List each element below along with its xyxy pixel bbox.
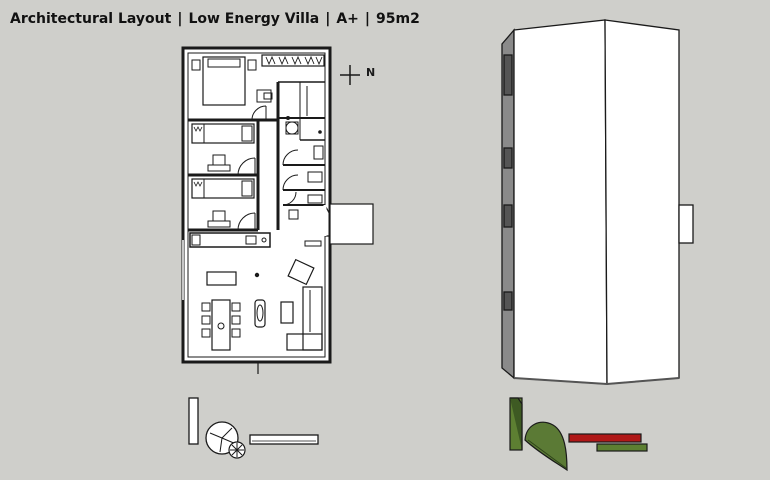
tree-trunk	[527, 439, 567, 469]
red-bench	[568, 433, 642, 443]
ottoman	[280, 301, 294, 324]
pillow	[241, 125, 253, 142]
door-swing	[282, 174, 299, 191]
armchair	[287, 258, 315, 286]
tree-3d	[524, 421, 568, 472]
tap	[286, 116, 290, 120]
door-swing	[251, 105, 267, 121]
ceiling-light	[254, 272, 260, 278]
double-bed	[202, 56, 246, 106]
dining-chair	[201, 302, 211, 312]
chair-back	[263, 92, 273, 100]
shelf	[304, 240, 322, 247]
dining-chair	[201, 315, 211, 325]
dining-chair	[231, 328, 241, 338]
hob	[261, 237, 267, 243]
page-title: Architectural Layout | Low Energy Villa | A+…	[10, 11, 420, 27]
coffee-table	[206, 271, 237, 286]
door-swing	[282, 149, 299, 166]
green-planter	[596, 443, 648, 452]
bedside-shelf	[191, 123, 205, 144]
door-swing	[282, 191, 297, 206]
title-separator: |	[325, 11, 331, 27]
eave-line	[513, 377, 680, 386]
hangers	[193, 126, 203, 132]
plan-entourage	[188, 397, 319, 459]
facade-window	[503, 147, 513, 169]
dining-chair	[201, 328, 211, 338]
north-label: N	[366, 66, 375, 79]
porch-roof	[678, 204, 694, 244]
door-swing	[237, 212, 256, 231]
title-part-2: Low Energy Villa	[188, 11, 320, 27]
path-symbol	[249, 434, 319, 445]
facade-window	[503, 204, 513, 228]
side-table	[254, 299, 266, 328]
title-separator: |	[177, 11, 183, 27]
title-part-1: Architectural Layout	[10, 11, 172, 27]
sink	[245, 235, 257, 245]
toilet	[307, 171, 323, 183]
desk	[207, 220, 231, 228]
dining-chair	[231, 302, 241, 312]
shrub-spokes	[230, 443, 244, 457]
utility-box	[288, 209, 299, 220]
kitchen-counter	[189, 232, 271, 248]
bench-symbol	[188, 397, 199, 445]
porch	[329, 203, 374, 245]
drain	[318, 130, 322, 134]
toilet	[313, 145, 324, 160]
hangers	[265, 55, 323, 66]
door-swing	[237, 157, 256, 176]
fridge	[191, 234, 201, 246]
compass: N	[340, 65, 375, 85]
bedside-shelf	[191, 178, 205, 199]
pillow	[207, 58, 241, 68]
vanity	[285, 121, 299, 135]
dining-chair	[231, 315, 241, 325]
house-3d-view	[501, 19, 694, 386]
hangers	[193, 181, 203, 187]
facade-window	[503, 291, 513, 311]
title-part-4: 95m2	[376, 11, 420, 27]
nightstand	[191, 59, 201, 71]
entourage-3d	[509, 397, 648, 472]
sofa-corner	[286, 333, 323, 351]
wardrobe	[261, 54, 325, 67]
floor-plan	[181, 46, 374, 374]
dining-table	[211, 299, 231, 351]
green-bench-side	[510, 397, 523, 450]
pillow	[241, 180, 253, 197]
vase	[217, 322, 225, 330]
title-part-3: A+	[336, 11, 359, 27]
lamp	[256, 304, 264, 322]
title-separator: |	[364, 11, 371, 27]
nightstand	[247, 59, 257, 71]
roof-right-plane	[604, 19, 680, 385]
roof-left-plane	[513, 19, 608, 385]
desk	[207, 164, 231, 172]
toilet	[307, 194, 323, 204]
facade-window	[503, 54, 513, 96]
chair	[256, 89, 272, 103]
